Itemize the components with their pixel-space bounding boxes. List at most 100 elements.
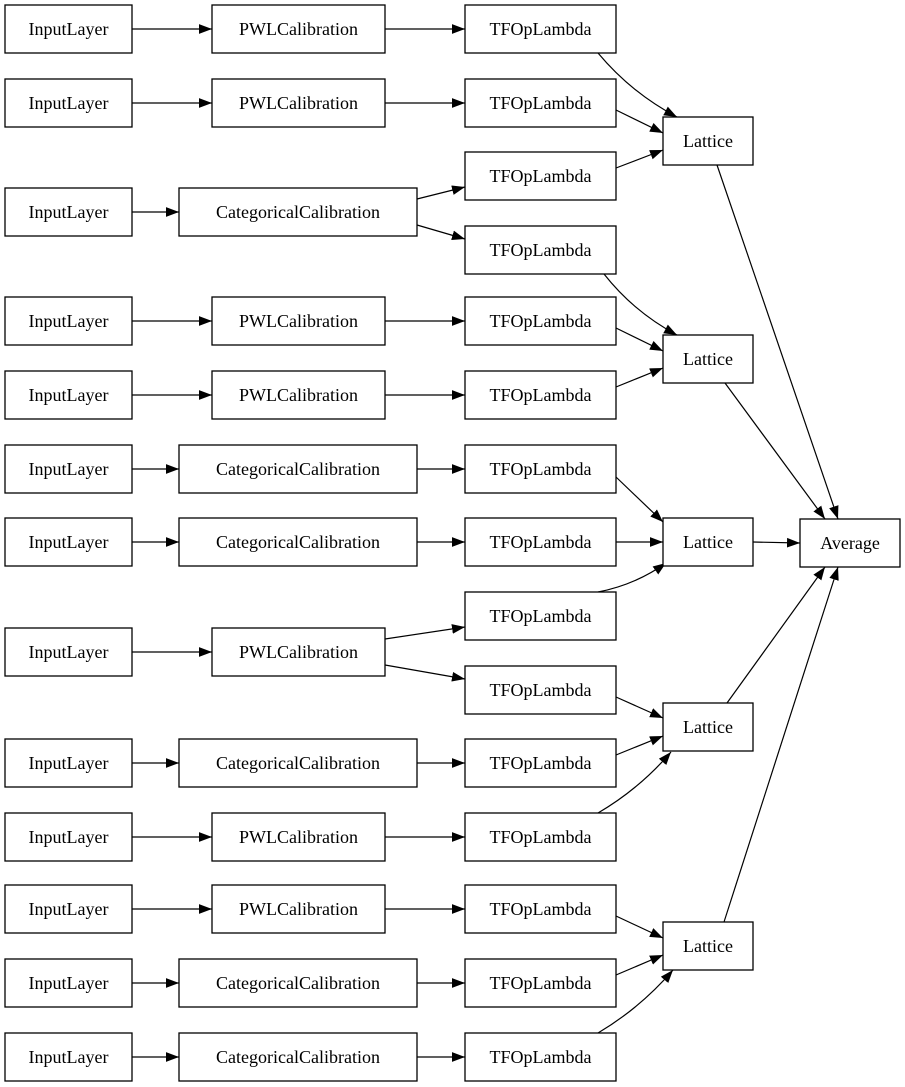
edge-lat2-avg [724,382,826,520]
node-in9: InputLayer [4,517,133,567]
node-tfop7-label: TFOpLambda [490,385,592,405]
node-lat5-box [662,921,754,971]
node-cat8-box [178,444,418,494]
edge-tfop12-lat4 [615,696,664,719]
node-cat4-label: CategoricalCalibration [216,202,380,222]
edge-tfop16-lat5 [615,954,664,976]
node-pwl15: PWLCalibration [211,884,386,934]
node-in13-label: InputLayer [29,753,109,773]
node-pwl11-label: PWLCalibration [239,642,358,662]
node-in7-label: InputLayer [29,385,109,405]
node-in15: InputLayer [4,884,133,934]
node-in17-label: InputLayer [29,1047,109,1067]
node-in2-box [4,78,133,128]
node-in6-box [4,296,133,346]
node-tfop2-label: TFOpLambda [490,93,592,113]
node-lat1-box [662,116,754,166]
edge-tfop6-lat2 [615,327,664,352]
edge-tfop7-lat2 [615,367,664,388]
node-in9-label: InputLayer [29,532,109,552]
node-lat3-box [662,517,754,567]
node-tfop10: TFOpLambda [464,591,617,641]
node-cat13: CategoricalCalibration [178,738,418,788]
node-in1-label: InputLayer [29,19,109,39]
node-in9-box [4,517,133,567]
node-tfop15-box [464,884,617,934]
edge-tfop17-lat5 [597,969,674,1034]
node-pwl1: PWLCalibration [211,4,386,54]
node-pwl15-label: PWLCalibration [239,899,358,919]
node-tfop13-label: TFOpLambda [490,753,592,773]
edge-tfop2-lat1 [615,109,664,134]
node-lat2-box [662,334,754,384]
edge-tfop10-lat3 [597,562,667,593]
node-tfop15: TFOpLambda [464,884,617,934]
node-in11-label: InputLayer [29,642,109,662]
node-cat9-label: CategoricalCalibration [216,532,380,552]
node-pwl7-label: PWLCalibration [239,385,358,405]
node-tfop9: TFOpLambda [464,517,617,567]
node-cat16-box [178,958,418,1008]
node-in13: InputLayer [4,738,133,788]
node-tfop14: TFOpLambda [464,812,617,862]
node-tfop6-box [464,296,617,346]
node-lat1: Lattice [662,116,754,166]
node-cat4: CategoricalCalibration [178,187,418,237]
node-in16-label: InputLayer [29,973,109,993]
node-pwl7: PWLCalibration [211,370,386,420]
node-cat9: CategoricalCalibration [178,517,418,567]
node-tfop13: TFOpLambda [464,738,617,788]
node-cat17-box [178,1032,418,1082]
edge-lat5-avg [723,566,839,923]
node-in17: InputLayer [4,1032,133,1082]
node-pwl14-box [211,812,386,862]
node-tfop14-label: TFOpLambda [490,827,592,847]
node-in2-label: InputLayer [29,93,109,113]
node-tfop7-box [464,370,617,420]
node-in14: InputLayer [4,812,133,862]
node-lat1-label: Lattice [683,131,733,151]
node-tfop8-label: TFOpLambda [490,459,592,479]
node-pwl6: PWLCalibration [211,296,386,346]
node-in11: InputLayer [4,627,133,677]
node-pwl2-box [211,78,386,128]
node-cat16: CategoricalCalibration [178,958,418,1008]
node-pwl11-box [211,627,386,677]
node-in16-box [4,958,133,1008]
node-lat2: Lattice [662,334,754,384]
node-in16: InputLayer [4,958,133,1008]
node-in1: InputLayer [4,4,133,54]
node-lat3: Lattice [662,517,754,567]
node-in6-label: InputLayer [29,311,109,331]
node-tfop10-box [464,591,617,641]
node-cat4-box [178,187,418,237]
node-tfop13-box [464,738,617,788]
node-tfop3-box [464,151,617,201]
node-lat4: Lattice [662,702,754,752]
node-in15-label: InputLayer [29,899,109,919]
node-pwl6-label: PWLCalibration [239,311,358,331]
node-tfop17-box [464,1032,617,1082]
node-lat4-label: Lattice [683,717,733,737]
node-tfop16-label: TFOpLambda [490,973,592,993]
edge-tfop5-lat2 [603,273,678,336]
node-cat8-label: CategoricalCalibration [216,459,380,479]
node-in14-box [4,812,133,862]
node-in13-box [4,738,133,788]
node-tfop12: TFOpLambda [464,665,617,715]
node-lat5-label: Lattice [683,936,733,956]
node-pwl1-box [211,4,386,54]
edge-lat4-avg [726,566,826,704]
edge-lat3-avg [752,537,801,548]
node-tfop16: TFOpLambda [464,958,617,1008]
node-pwl2-label: PWLCalibration [239,93,358,113]
node-tfop2: TFOpLambda [464,78,617,128]
edge-layer [132,24,839,1062]
node-tfop8: TFOpLambda [464,444,617,494]
node-tfop15-label: TFOpLambda [490,899,592,919]
edge-tfop15-lat5 [615,915,664,939]
node-pwl1-label: PWLCalibration [239,19,358,39]
edge-tfop1-lat1 [597,52,678,118]
